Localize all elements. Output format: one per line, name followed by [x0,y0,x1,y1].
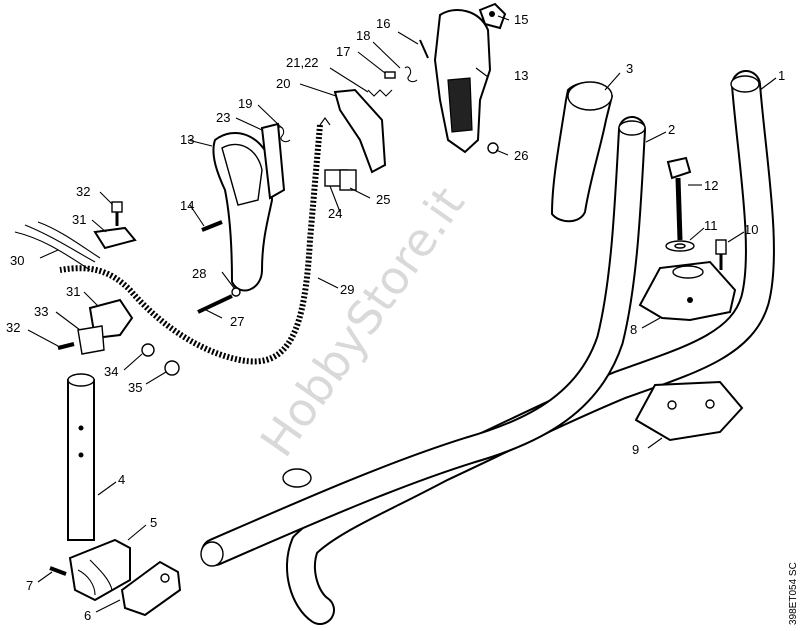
callout-9: 9 [632,442,639,457]
callout-14: 14 [180,198,194,213]
screw-part-10 [715,239,727,270]
handle-housing-part-13-right [433,9,492,154]
callout-3: 3 [626,61,633,76]
handle-clamp-part-8 [638,260,737,322]
handle-housing-part-13-left [212,131,274,292]
shaft-tube-part-4 [67,373,95,541]
pin-part-16 [419,39,429,59]
callout-1: 1 [778,68,785,83]
callout-8: 8 [630,322,637,337]
switch-block-part-31-top [93,226,137,250]
callout-18: 18 [356,28,370,43]
callout-10: 10 [744,222,758,237]
callout-16: 16 [376,16,390,31]
callout-2: 2 [668,122,675,137]
spring-part-21-22 [367,89,393,97]
callout-13-right: 13 [514,68,528,83]
washer-part-28 [231,287,241,297]
callout-25: 25 [376,192,390,207]
handlebar-tube-part-2 [200,116,646,567]
callout-29: 29 [340,282,354,297]
bracket-part-33 [77,325,105,355]
clamp-part-5 [68,538,131,602]
callout-26: 26 [514,148,528,163]
handle-clamp-part-9 [634,380,744,442]
screw-part-32-bottom [57,342,75,350]
clip-part-34 [141,343,155,357]
leader-lines [27,15,777,613]
screw-part-35 [164,360,180,376]
callout-27: 27 [230,314,244,329]
callout-19: 19 [238,96,252,111]
watermark-text: HobbyStore.it [250,177,475,466]
lever-part-23 [260,122,286,200]
callout-32-top: 32 [76,184,90,199]
callout-24: 24 [328,206,342,221]
callout-31-top: 31 [72,212,86,227]
screw-part-7 [49,566,67,576]
callout-23: 23 [216,110,230,125]
throttle-cable-part-29 [59,117,331,365]
callout-21-22: 21,22 [286,55,319,70]
spring-part-18 [404,66,418,83]
reference-code: 398ET054 SC [788,562,799,625]
screw-part-32-top [111,201,123,226]
callout-34: 34 [104,364,118,379]
screw-part-27 [197,294,233,314]
trigger-part-20 [333,88,387,174]
clamp-cover-part-6 [120,560,182,617]
callout-7: 7 [26,578,33,593]
knob-part-15 [478,2,507,30]
callout-13-left: 13 [180,132,194,147]
wiring-part-30 [14,221,101,271]
callout-17: 17 [336,44,350,59]
callout-35: 35 [128,380,142,395]
grip-part-3 [550,81,614,223]
callout-30: 30 [10,253,24,268]
callout-20: 20 [276,76,290,91]
callout-15: 15 [514,12,528,27]
callout-28: 28 [192,266,206,281]
callout-12: 12 [704,178,718,193]
callout-33: 33 [34,304,48,319]
callout-32-bottom: 32 [6,320,20,335]
washer-part-11 [665,240,695,252]
grommet-part-26 [487,142,499,154]
callout-31-bottom: 31 [66,284,80,299]
callout-4: 4 [118,472,125,487]
screw-part-14 [201,220,223,232]
pin-part-17 [384,71,396,79]
bolt-part-12 [666,156,692,241]
callout-11: 11 [704,218,718,233]
switch-part-25 [339,169,357,191]
callout-6: 6 [84,608,91,623]
callout-5: 5 [150,515,157,530]
